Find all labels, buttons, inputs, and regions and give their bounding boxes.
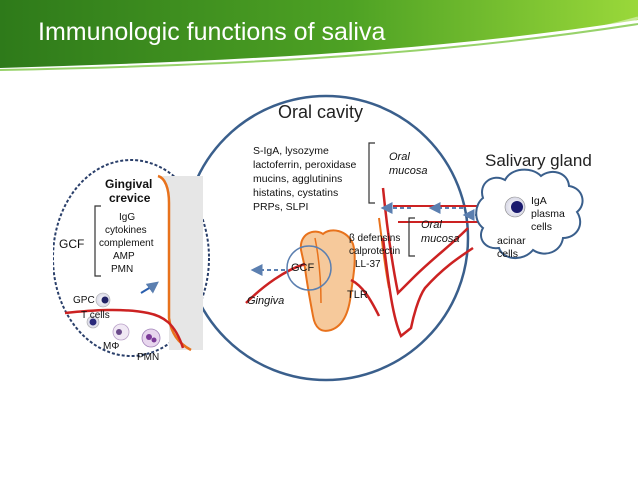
bracket-mucosa <box>408 217 415 257</box>
inset-title: crevice <box>109 191 151 205</box>
saliva-component: PRPs, SLPI <box>253 201 308 213</box>
oral-mucosa-upper <box>381 187 469 296</box>
gpc-label: GPC <box>73 295 95 306</box>
saliva-component: lactoferrin, peroxidase <box>253 159 356 171</box>
inset-content: IgG <box>119 212 135 223</box>
inset-title: Gingival <box>105 177 152 191</box>
defensins-label: calprotectin <box>349 246 400 257</box>
gcf-label: GCF <box>291 262 315 274</box>
saliva-component: S-IgA, lysozyme <box>253 145 329 157</box>
inset-flow-arrow <box>140 281 159 294</box>
oral-mucosa-label-2: mucosa <box>421 233 460 245</box>
oral-mucosa-label: Oral <box>389 151 410 163</box>
gingiva-line-right <box>350 278 381 317</box>
pmn-label: PMN <box>137 352 159 363</box>
defensins-label: LL-37 <box>355 259 381 270</box>
t-cells-label: T cells <box>81 310 110 321</box>
saliva-immunology-figure: Oral cavity Salivary gland S-IgA, lysozy… <box>53 94 592 382</box>
acinar-label: cells <box>497 248 518 260</box>
slide-header-bar <box>0 0 638 80</box>
saliva-component: histatins, cystatins <box>253 187 338 199</box>
saliva-component: mucins, agglutinins <box>253 173 342 185</box>
salivary-gland-cloud <box>475 168 584 259</box>
inset-content: PMN <box>111 264 133 275</box>
iga-label: IgA <box>531 195 547 207</box>
slide-title: Immunologic functions of saliva <box>38 18 386 46</box>
gcf-circle <box>286 245 332 291</box>
inset-bracket <box>94 205 101 277</box>
oral-mucosa-label-2: Oral <box>421 219 442 231</box>
inset-gcf-label: GCF <box>59 237 84 251</box>
oral-cavity-label: Oral cavity <box>278 102 363 122</box>
defensins-label: β defensins <box>349 233 400 244</box>
inset-vessel <box>64 308 185 349</box>
gingiva-line <box>245 262 306 304</box>
oral-mucosa-lower <box>381 237 474 338</box>
tlr-label: TLR <box>347 289 368 301</box>
gingiva-label: Gingiva <box>247 295 284 307</box>
iga-label: plasma <box>531 208 565 220</box>
inset-content: cytokines <box>105 225 147 236</box>
inset-content: AMP <box>113 251 135 262</box>
macrophage-label: MΦ <box>103 341 119 352</box>
oral-mucosa-label: mucosa <box>389 165 428 177</box>
bracket-saliva <box>368 142 375 204</box>
tooth-line <box>314 237 322 304</box>
iga-label: cells <box>531 221 552 233</box>
acinar-label: acinar <box>497 235 526 247</box>
salivary-gland-label: Salivary gland <box>485 151 592 170</box>
inset-content: complement <box>99 238 154 249</box>
